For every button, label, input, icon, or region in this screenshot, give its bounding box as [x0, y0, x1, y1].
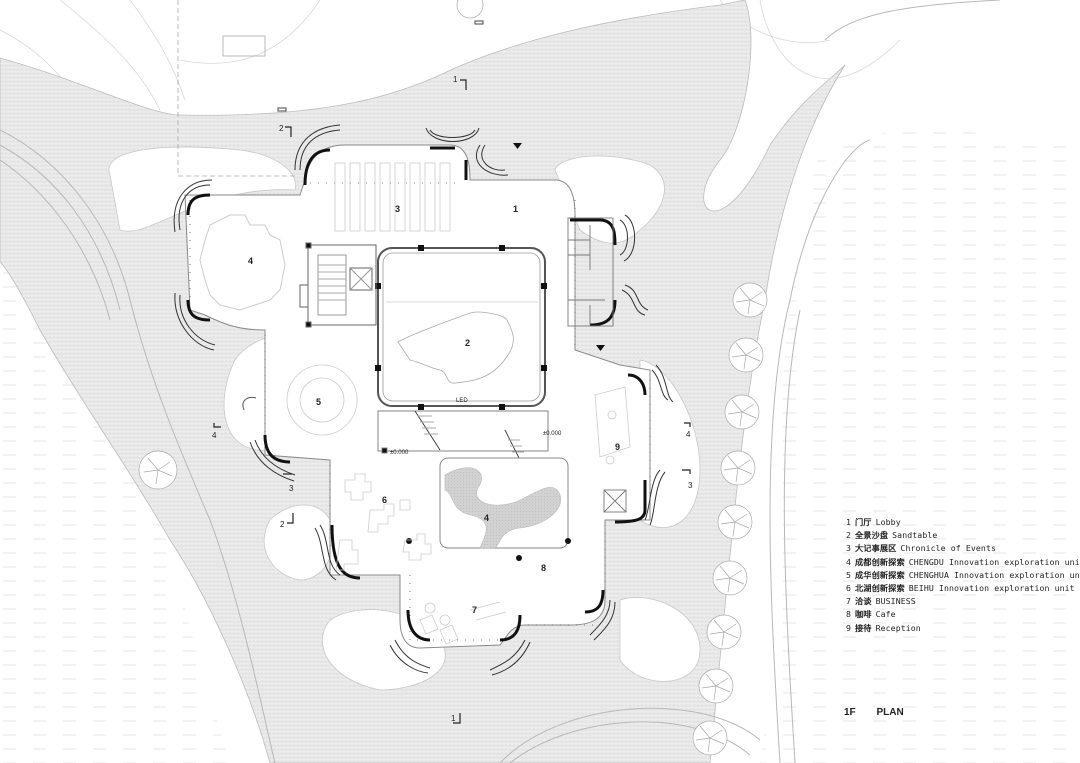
- stair-core: [299, 242, 377, 328]
- section-marker-1-south: 1: [451, 714, 456, 723]
- section-marker-4-west: 4: [212, 431, 217, 440]
- parking-block: [222, 35, 266, 57]
- room-label-beihu: 6: [382, 495, 388, 505]
- section-marker-2-south: 2: [280, 520, 285, 529]
- section-marker-1-north: 1: [453, 75, 458, 84]
- section-marker-2-north: 2: [279, 124, 284, 133]
- entry-arrows: [513, 143, 605, 351]
- section-marker-3-east: 3: [688, 481, 693, 490]
- led-label: LED: [456, 398, 468, 404]
- trees: [138, 0, 768, 756]
- room-label-sandtable: 2: [465, 338, 471, 348]
- plan-title-type: PLAN: [876, 707, 904, 718]
- chengdu-model: [199, 214, 286, 311]
- room-label-lobby: 1: [513, 204, 519, 214]
- site-boundary-dashed: [177, 0, 295, 177]
- room-label-chengdu-west: 4: [248, 256, 254, 266]
- room-label-chronicle: 3: [395, 204, 401, 214]
- road-edges: [0, 0, 1001, 763]
- entry-stairs: [377, 410, 549, 461]
- room-label-chengdu-courtyard: 4: [484, 513, 490, 523]
- section-marker-4-east: 4: [686, 430, 691, 439]
- restroom-block: [567, 217, 614, 327]
- sandtable-room: [375, 245, 547, 410]
- amphitheater-arc: [242, 397, 257, 411]
- water-area: [0, 130, 1080, 763]
- chronicle-panels: [334, 162, 451, 232]
- plan-title-floor: 1F: [844, 707, 856, 718]
- plan-title: 1F PLAN: [844, 707, 904, 718]
- elevation-west: ±0.000: [390, 450, 409, 456]
- curl-ornaments: [173, 124, 674, 676]
- room-label-business: 7: [472, 605, 478, 615]
- solid-walls: [186, 146, 647, 642]
- reception-elevator: [603, 489, 627, 513]
- section-brackets: [213, 79, 691, 724]
- benches: [277, 20, 484, 112]
- columns: [406, 538, 571, 561]
- elevation-east: ±0.000: [543, 431, 562, 437]
- furniture: [286, 364, 631, 645]
- section-marker-3-west: 3: [289, 484, 294, 493]
- courtyard: [439, 457, 569, 549]
- room-label-chenghua: 5: [316, 397, 322, 407]
- room-label-reception: 9: [615, 442, 621, 452]
- room-label-cafe: 8: [541, 563, 547, 573]
